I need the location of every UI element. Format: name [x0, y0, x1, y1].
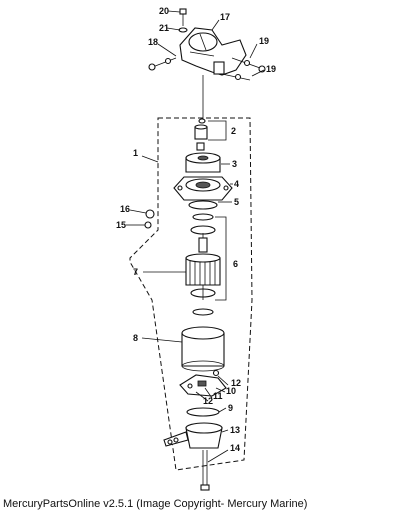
exploded-parts-diagram: 20 21 17 18 19 19 2 1 3 4 5 16 15 6 7 8 …: [116, 6, 276, 491]
small-fittings: [138, 209, 155, 229]
callout-10: 10: [226, 386, 236, 396]
callout-19-upper: 19: [259, 36, 269, 46]
leader-lines: [126, 10, 265, 463]
brush-plate: [179, 369, 227, 397]
callout-4: 4: [234, 179, 239, 189]
left-screw: [148, 57, 177, 71]
thrust-washer: [188, 200, 218, 210]
callout-2: 2: [231, 126, 236, 136]
callout-7: 7: [133, 267, 138, 277]
o-ring: [186, 407, 220, 417]
callout-8: 8: [133, 333, 138, 343]
callout-5: 5: [234, 197, 239, 207]
through-bolt: [200, 450, 210, 491]
callout-21: 21: [159, 23, 169, 33]
end-cap: [163, 422, 223, 449]
copyright-caption: MercuryPartsOnline v2.5.1 (Image Copyrig…: [3, 498, 308, 510]
callout-13: 13: [230, 425, 240, 435]
callout-20: 20: [159, 6, 169, 16]
callout-18: 18: [148, 37, 158, 47]
drive-end-cap: [179, 27, 247, 76]
callout-17: 17: [220, 12, 230, 22]
callout-15: 15: [116, 220, 126, 230]
callout-3: 3: [232, 159, 237, 169]
callout-12-lower: 12: [203, 396, 213, 406]
assembly-outline: [129, 117, 253, 471]
callout-14: 14: [230, 443, 240, 453]
right-screws: [221, 57, 266, 81]
callout-6: 6: [233, 259, 238, 269]
callout-9: 9: [228, 403, 233, 413]
bushings: [194, 118, 208, 151]
armature: [185, 233, 221, 300]
mounting-flange: [173, 176, 233, 201]
callout-19-lower: 19: [266, 64, 276, 74]
top-screw: [178, 8, 188, 33]
drive-gear: [185, 152, 221, 173]
lower-washer: [192, 308, 214, 316]
callout-16: 16: [120, 204, 130, 214]
callout-12-upper: 12: [231, 378, 241, 388]
callout-1: 1: [133, 148, 138, 158]
callout-11: 11: [213, 391, 223, 401]
callouts: 20 21 17 18 19 19 2 1 3 4 5 16 15 6 7 8 …: [116, 6, 276, 453]
motor-housing: [181, 326, 225, 372]
